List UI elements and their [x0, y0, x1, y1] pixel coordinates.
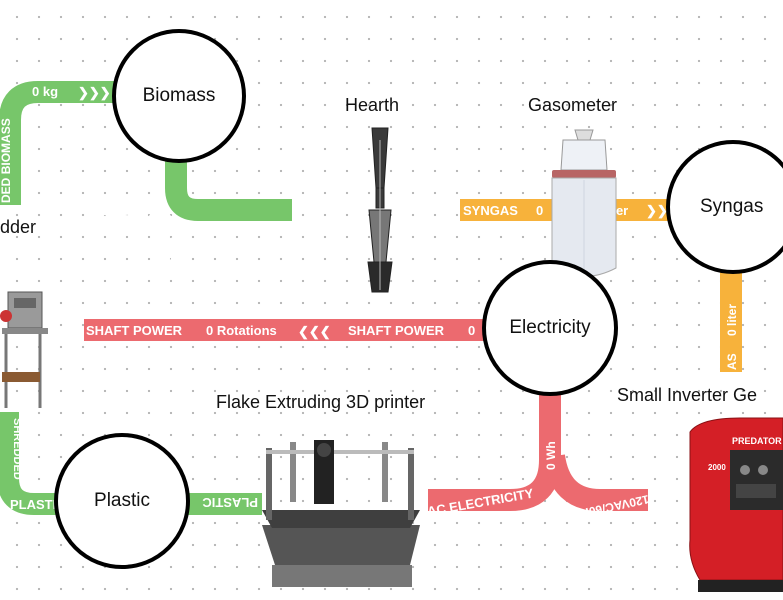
flow-ac-spec[interactable]	[543, 454, 648, 511]
label-shredder: dder	[0, 217, 37, 237]
node-syngas-label: Syngas	[700, 196, 764, 217]
flow-text-biomass-qty: 0 kg	[32, 84, 58, 99]
hearth-illustration	[367, 127, 393, 293]
flow-arrows-syngas: ❯❯	[646, 203, 668, 219]
flow-text-syngas: SYNGAS	[463, 203, 518, 218]
svg-text:2000: 2000	[708, 463, 726, 472]
label-printer: Flake Extruding 3D printer	[216, 392, 426, 412]
svg-text:PREDATOR: PREDATOR	[732, 436, 782, 446]
printer-illustration	[262, 440, 420, 587]
flow-text-shaft-power-left: SHAFT POWER	[86, 323, 183, 338]
flow-text-syngas-vertical: 0 liter	[725, 304, 739, 336]
node-syngas[interactable]: Syngas	[666, 140, 783, 274]
node-electricity[interactable]: Electricity	[482, 260, 618, 396]
flow-arrows-biomass: ❯❯❯	[78, 85, 111, 101]
generator-illustration: PREDATOR 2000	[689, 417, 783, 592]
flow-text-syngas-qty: 0	[536, 203, 543, 218]
flow-biomass-in[interactable]	[0, 81, 118, 205]
flow-text-shaft-qty: 0 Rotations	[206, 323, 277, 338]
node-biomass-label: Biomass	[142, 85, 216, 106]
flow-plastic-in[interactable]	[0, 412, 80, 515]
flow-text-shaft-qty-right: 0	[468, 323, 475, 338]
gasometer-illustration	[551, 129, 617, 277]
node-plastic[interactable]: Plastic	[54, 433, 190, 569]
flow-text-plastic-right: PLASTIC	[202, 495, 258, 510]
flow-text-plastic-left: PLASTI	[10, 497, 56, 512]
label-generator: Small Inverter Ge	[617, 385, 758, 405]
node-biomass[interactable]: Biomass	[112, 29, 246, 163]
node-electricity-label: Electricity	[509, 317, 591, 338]
label-gasometer: Gasometer	[528, 95, 618, 115]
flow-text-shredded-plastic: SHREDDED	[11, 418, 23, 480]
flow-ac-electricity[interactable]	[428, 392, 561, 511]
flow-text-shaft-power-right: SHAFT POWER	[348, 323, 445, 338]
flow-text-syngas-vertical-b: AS	[725, 353, 739, 370]
flow-text-wh-qty: 0 Wh	[544, 441, 558, 470]
node-plastic-label: Plastic	[94, 490, 150, 511]
flow-text-shredded-biomass-right: SHREDDED BIOMASS	[101, 207, 179, 270]
shredder-illustration	[0, 291, 48, 408]
label-hearth: Hearth	[345, 95, 400, 115]
flow-text-shredded-biomass-left: DED BIOMASS	[0, 118, 13, 203]
flow-arrows-shaft: ❮❮❮	[298, 324, 331, 340]
flow-shredded-biomass[interactable]	[165, 150, 292, 221]
